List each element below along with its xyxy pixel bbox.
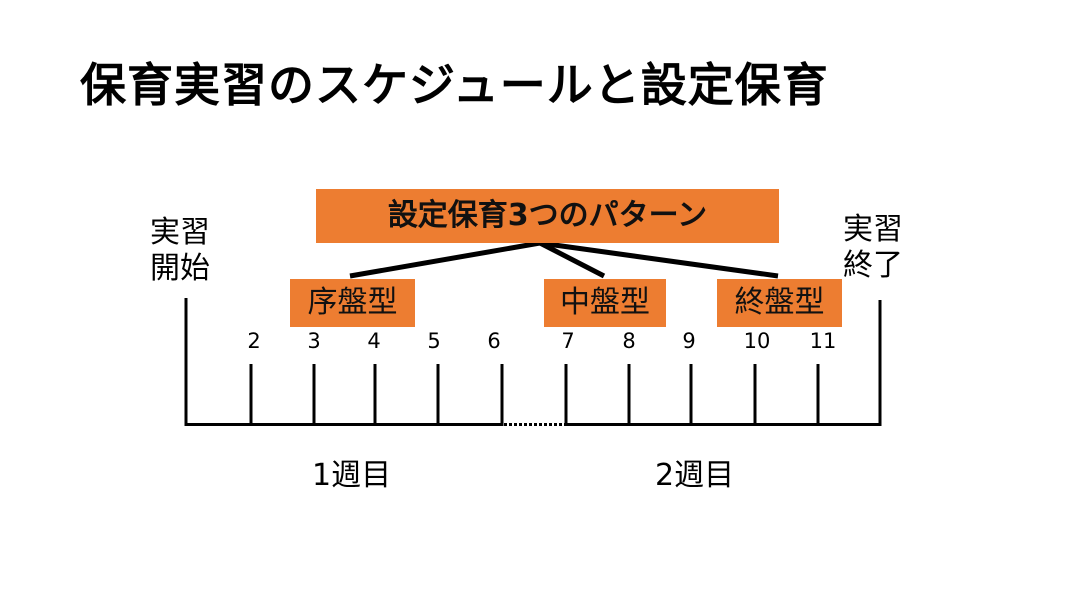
connector-late bbox=[539, 240, 779, 279]
day-number-11: 11 bbox=[809, 329, 837, 353]
day-number-6: 6 bbox=[487, 329, 501, 353]
phase-middle-box: 中盤型 bbox=[544, 279, 666, 327]
phase-late-box: 終盤型 bbox=[717, 279, 842, 327]
phase-early-box: 序盤型 bbox=[290, 279, 415, 327]
day-number-5: 5 bbox=[427, 329, 441, 353]
day-number-8: 8 bbox=[622, 329, 636, 353]
week1-label: 1週目 bbox=[312, 458, 392, 493]
start-label: 実習 開始 bbox=[150, 215, 210, 286]
day-number-2: 2 bbox=[247, 329, 261, 353]
slide-title: 保育実習のスケジュールと設定保育 bbox=[80, 58, 829, 112]
week2-label: 2週目 bbox=[655, 458, 735, 493]
connector-middle bbox=[538, 240, 606, 279]
day-number-10: 10 bbox=[743, 329, 771, 353]
day-number-9: 9 bbox=[682, 329, 696, 353]
day-number-4: 4 bbox=[367, 329, 381, 353]
day-number-7: 7 bbox=[561, 329, 575, 353]
end-label: 実習 終了 bbox=[843, 212, 903, 283]
connector-early bbox=[349, 240, 541, 279]
patterns-box: 設定保育3つのパターン bbox=[316, 189, 779, 243]
day-number-3: 3 bbox=[307, 329, 321, 353]
